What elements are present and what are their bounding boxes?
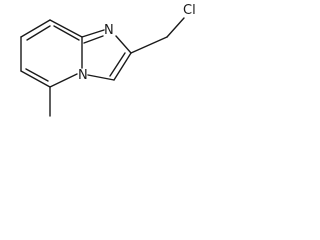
molecule-structure-diagram: N N Cl bbox=[20, 3, 196, 117]
bond-n4-c5 bbox=[49, 73, 78, 88]
bond-c2-c3-double bbox=[109, 52, 126, 77]
bond-c5-c6 bbox=[20, 70, 51, 88]
atom-label-cl: Cl bbox=[183, 3, 196, 18]
bond-c3-n4 bbox=[87, 74, 115, 81]
bond-ch2-cl bbox=[166, 17, 185, 38]
bond-n1-c2 bbox=[115, 35, 132, 54]
bond-c8a-n1 bbox=[81, 29, 105, 38]
bond-c7-c8 bbox=[20, 19, 51, 38]
bond-c2-ch2 bbox=[130, 36, 168, 54]
bond-c8-c8a bbox=[49, 19, 83, 38]
bond-c5-c6-double bbox=[25, 68, 49, 82]
bond-c8-c8a-double bbox=[53, 25, 80, 41]
atom-label-n1: N bbox=[104, 23, 114, 38]
atom-label-n4: N bbox=[78, 68, 88, 83]
bond-c7-c8-double bbox=[26, 25, 51, 41]
bond-c8a-n1-double bbox=[83, 35, 104, 44]
bond-c2-c3 bbox=[113, 52, 132, 81]
